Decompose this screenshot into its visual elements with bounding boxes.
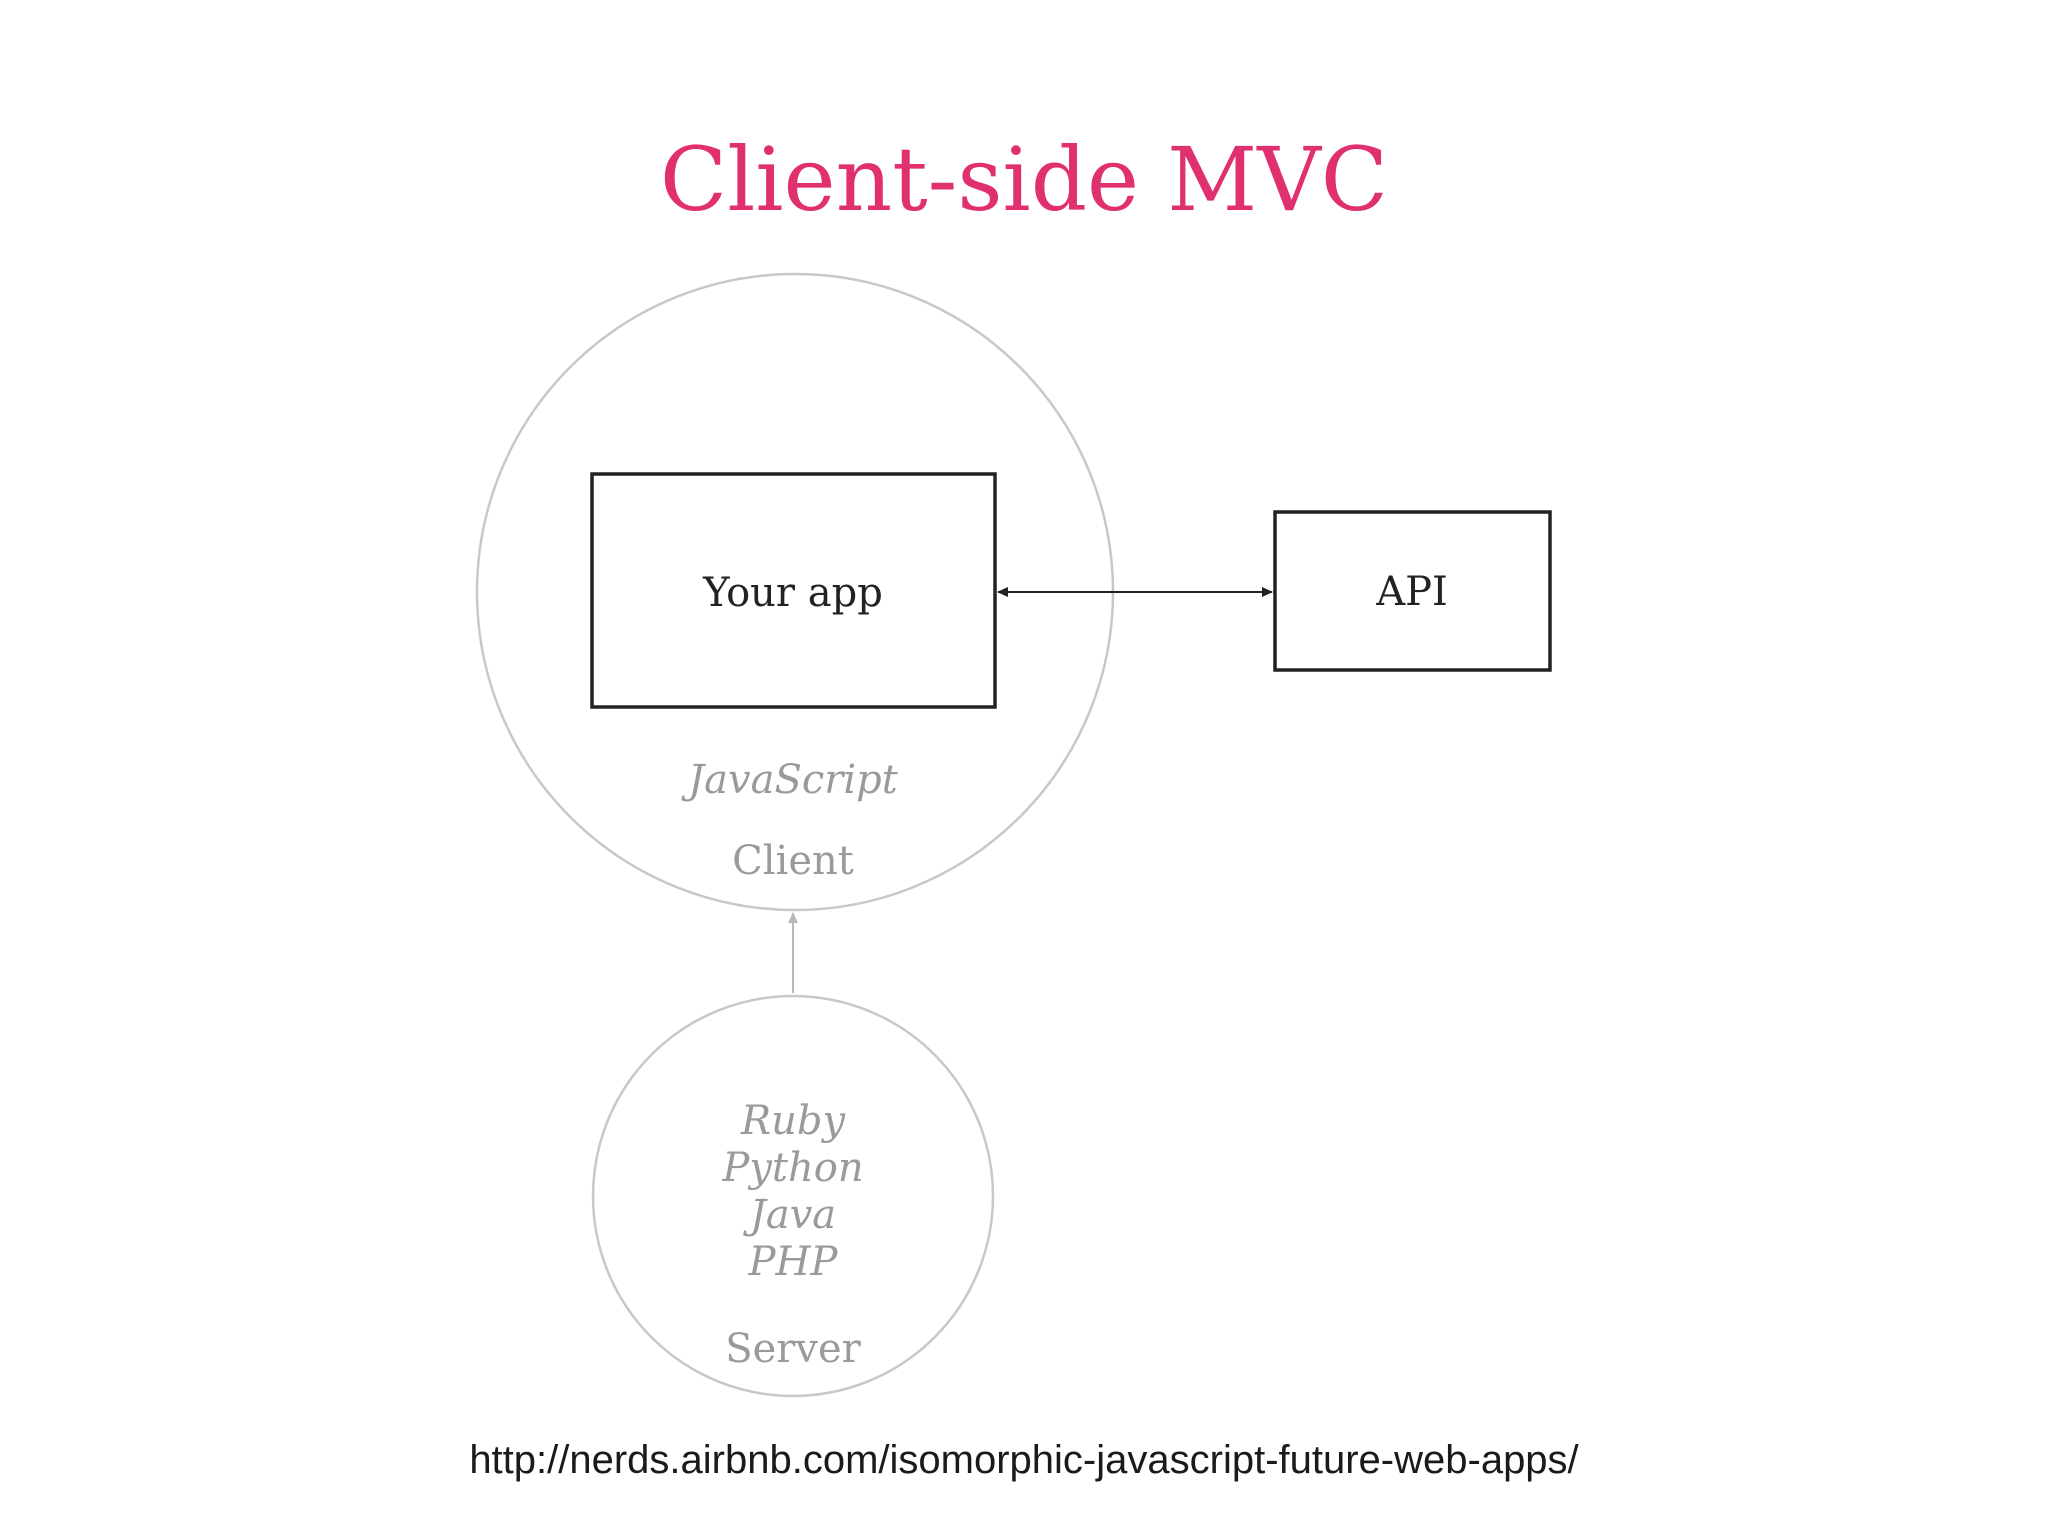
client-label: Client (732, 838, 854, 884)
api-box (1273, 510, 1552, 672)
your-app-label: Your app (702, 570, 883, 616)
server-circle (591, 994, 995, 1398)
server-language-php: PHP (748, 1239, 839, 1285)
slide-title: Client-side MVC (659, 128, 1389, 231)
client-language-label: JavaScript (681, 757, 899, 803)
server-language-python: Python (721, 1145, 863, 1191)
source-link[interactable]: http://nerds.airbnb.com/isomorphic-javas… (469, 1438, 1579, 1482)
server-label: Server (725, 1326, 861, 1372)
server-language-java: Java (743, 1192, 836, 1238)
your-app-box (590, 472, 997, 709)
api-label: API (1375, 569, 1448, 615)
server-language-ruby: Ruby (740, 1098, 846, 1144)
